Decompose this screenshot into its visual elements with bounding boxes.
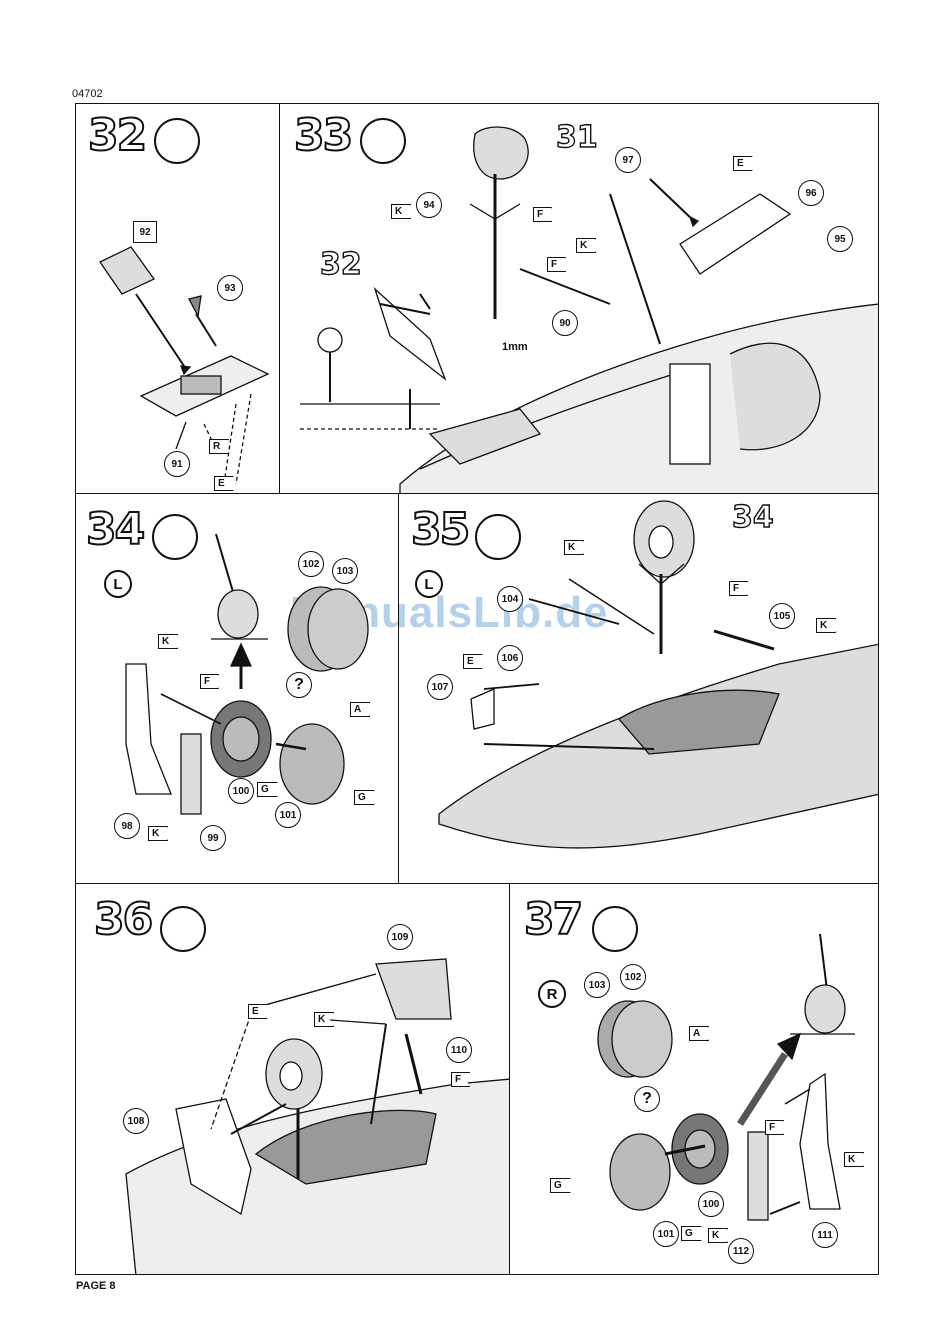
part-99-label: 99 — [200, 825, 226, 851]
measurement-note: 1mm — [502, 341, 528, 353]
step-35-drawing — [399, 494, 879, 884]
part-93-label: 93 — [217, 275, 243, 301]
step-35-number: 35 — [411, 504, 468, 555]
step-33-panel: 33 31 32 K 94 F F K 97 E 96 95 90 1mm — [279, 103, 879, 494]
part-109-label: 109 — [387, 924, 413, 950]
step-34-panel: 34 L 102 103 ? K F A 100 G G 101 98 K 99 — [75, 493, 399, 884]
step-35-panel: 35 34 L K 104 F 105 K E 106 107 — [398, 493, 879, 884]
part-90-label: 90 — [552, 310, 578, 336]
part-91-label: 91 — [164, 451, 190, 477]
part-100-label: 100 — [698, 1191, 724, 1217]
glue-icon — [160, 906, 206, 952]
part-98-label: 98 — [114, 813, 140, 839]
page-number: PAGE 8 — [76, 1280, 116, 1292]
step-33-drawing — [280, 104, 879, 494]
step-34-number: 34 — [86, 504, 143, 555]
step-37-panel: 37 R 103 102 A ? F K G 100 101 G K 112 1… — [509, 883, 879, 1275]
step-33-number: 33 — [294, 110, 351, 161]
ref-step-34: 34 — [732, 500, 774, 535]
question-icon: ? — [634, 1086, 660, 1112]
ref-step-31: 31 — [556, 120, 598, 155]
part-103-label: 103 — [584, 972, 610, 998]
glue-icon — [152, 514, 198, 560]
part-96-label: 96 — [798, 180, 824, 206]
part-111-label: 111 — [812, 1222, 838, 1248]
part-103-label: 103 — [332, 558, 358, 584]
part-97-label: 97 — [615, 147, 641, 173]
glue-icon — [360, 118, 406, 164]
step-36-number: 36 — [94, 894, 151, 945]
side-indicator-left: L — [104, 570, 132, 598]
part-101-label: 101 — [275, 802, 301, 828]
glue-icon — [592, 906, 638, 952]
document-code: 04702 — [72, 88, 103, 100]
glue-icon — [154, 118, 200, 164]
glue-icon — [475, 514, 521, 560]
step-32-panel: 32 92 93 91 R E — [75, 103, 280, 494]
step-32-number: 32 — [88, 110, 145, 161]
part-105-label: 105 — [769, 603, 795, 629]
part-108-label: 108 — [123, 1108, 149, 1134]
part-106-label: 106 — [497, 645, 523, 671]
question-icon: ? — [286, 672, 312, 698]
part-94-label: 94 — [416, 192, 442, 218]
part-102-label: 102 — [298, 551, 324, 577]
part-107-label: 107 — [427, 674, 453, 700]
part-95-label: 95 — [827, 226, 853, 252]
ref-step-32: 32 — [320, 247, 362, 282]
side-indicator-left: L — [415, 570, 443, 598]
part-101-label: 101 — [653, 1221, 679, 1247]
part-102-label: 102 — [620, 964, 646, 990]
side-indicator-right: R — [538, 980, 566, 1008]
part-100-label: 100 — [228, 778, 254, 804]
step-36-panel: 36 109 E K 110 F 108 — [75, 883, 510, 1275]
part-112-label: 112 — [728, 1238, 754, 1264]
part-104-label: 104 — [497, 586, 523, 612]
step-37-number: 37 — [524, 894, 581, 945]
part-110-label: 110 — [446, 1037, 472, 1063]
part-92-label: 92 — [133, 221, 157, 243]
